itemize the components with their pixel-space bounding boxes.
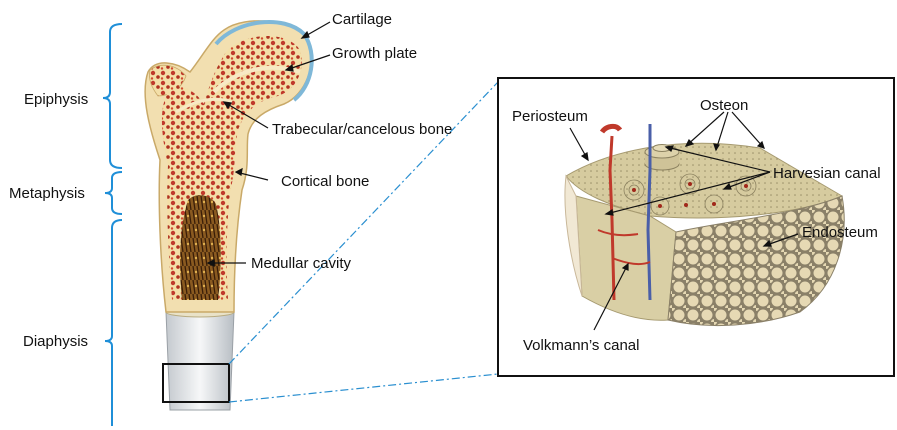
bone-shaft bbox=[166, 312, 234, 410]
medullar-cavity-label: Medullar cavity bbox=[251, 255, 352, 272]
volkmann-canal-label: Volkmann’s canal bbox=[523, 337, 639, 354]
medullar-cavity bbox=[180, 195, 221, 300]
epiphysis-label: Epiphysis bbox=[24, 91, 88, 108]
epiphysis-bracket bbox=[103, 24, 122, 168]
metaphysis-bracket bbox=[105, 172, 122, 214]
osteon-label: Osteon bbox=[700, 97, 748, 114]
cartilage-label: Cartilage bbox=[332, 11, 392, 28]
endosteum-label: Endosteum bbox=[802, 224, 878, 241]
diaphysis-label: Diaphysis bbox=[23, 333, 88, 350]
periosteum-label: Periosteum bbox=[512, 108, 588, 125]
growth-plate-label: Growth plate bbox=[332, 45, 417, 62]
cortical-bone-label: Cortical bone bbox=[281, 173, 369, 190]
trabecular-bone-label: Trabecular/cancelous bone bbox=[272, 121, 452, 138]
diaphysis-bracket bbox=[105, 220, 122, 426]
harvesian-canal-label: Harvesian canal bbox=[773, 165, 881, 182]
femur-illustration bbox=[145, 21, 312, 410]
metaphysis-label: Metaphysis bbox=[9, 185, 85, 202]
